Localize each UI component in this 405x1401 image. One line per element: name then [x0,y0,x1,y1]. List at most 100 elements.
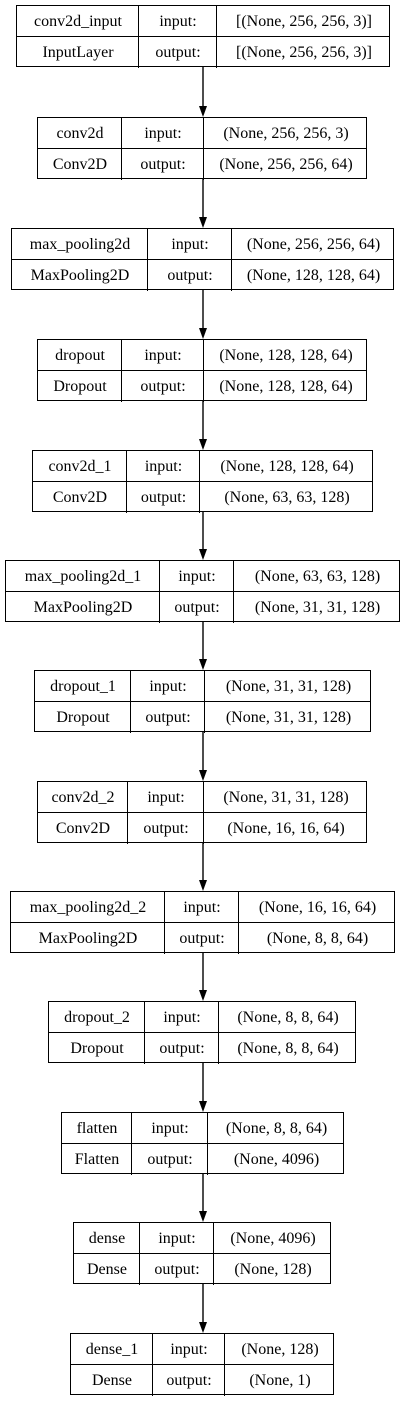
column-divider [144,1002,146,1064]
output-shape: (None, 31, 31, 128) [254,598,381,616]
row-divider [12,259,393,261]
layer-type: Dropout [70,1039,124,1057]
input-shape: (None, 31, 31, 128) [225,677,352,695]
arrowhead-icon [199,1211,207,1222]
row-divider [35,701,370,703]
column-divider [127,782,129,844]
output-label: output: [140,155,186,173]
output-label: output: [167,266,213,284]
layer-type: Dense [87,1260,127,1278]
input-shape: [(None, 256, 256, 3)] [236,12,372,30]
row-divider [38,812,366,814]
output-label: output: [145,708,191,726]
input-label: input: [144,346,182,364]
input-label: input: [183,898,221,916]
output-shape: (None, 128) [234,1260,312,1278]
column-divider [238,892,240,954]
output-shape: (None, 31, 31, 128) [225,708,352,726]
output-shape: (None, 1) [249,1371,311,1389]
column-divider [213,1223,215,1285]
column-divider [131,1113,133,1175]
layer-name: max_pooling2d_2 [29,898,147,916]
input-shape: (None, 128, 128, 64) [220,457,354,475]
input-shape: (None, 256, 256, 3) [223,124,349,142]
row-divider [11,922,394,924]
layer-name: conv2d_2 [51,788,115,806]
row-divider [49,1032,355,1034]
column-divider [164,892,166,954]
input-label: input: [178,567,216,585]
input-label: input: [158,1229,196,1247]
layer-type: Conv2D [55,819,111,837]
column-divider [233,561,235,623]
column-divider [216,6,218,68]
input-shape: (None, 31, 31, 128) [223,788,349,806]
input-shape: (None, 8, 8, 64) [237,1008,339,1026]
input-shape: (None, 128, 128, 64) [219,346,353,364]
input-label: input: [170,1340,208,1358]
arrowhead-icon [199,328,207,339]
arrowhead-icon [199,880,207,891]
row-divider [62,1143,343,1145]
layer-name: conv2d [56,124,104,142]
output-shape: (None, 63, 63, 128) [224,488,350,506]
row-divider [71,1364,333,1366]
arrowhead-icon [199,217,207,228]
layer-name: dropout_1 [50,677,116,695]
output-shape: (None, 128, 128, 64) [219,377,353,395]
layer-type: Dropout [56,708,110,726]
layer-type: Conv2D [52,488,108,506]
column-divider [224,1334,226,1396]
column-divider [207,1113,209,1175]
column-divider [203,340,205,402]
arrowhead-icon [199,549,207,560]
input-shape: (None, 63, 63, 128) [254,567,381,585]
arrowhead-icon [199,770,207,781]
input-shape: (None, 128) [241,1340,319,1358]
row-divider [38,370,366,372]
output-shape: (None, 16, 16, 64) [227,819,345,837]
layer-type: MaxPooling2D [38,929,138,947]
column-divider [203,782,205,844]
input-label: input: [171,235,209,253]
output-label: output: [140,488,187,506]
layer-type: Flatten [74,1150,120,1168]
layer-name: dropout [55,346,105,364]
arrowhead-icon [199,439,207,450]
column-divider [138,6,140,68]
layer-name: dense [88,1229,126,1247]
layer-name: conv2d_1 [48,457,112,475]
column-divider [204,671,206,733]
output-shape: (None, 128, 128, 64) [246,266,381,284]
output-label: output: [140,377,186,395]
arrowhead-icon [199,106,207,117]
output-label: output: [147,1150,193,1168]
layer-type: Conv2D [52,155,108,173]
layer-name: dropout_2 [64,1008,130,1026]
output-label: output: [143,819,189,837]
layer-name: max_pooling2d [29,235,131,253]
input-label: input: [151,1119,189,1137]
input-label: input: [159,12,197,30]
row-divider [17,36,389,38]
column-divider [159,561,161,623]
input-shape: (None, 4096) [230,1229,316,1247]
input-shape: (None, 16, 16, 64) [258,898,377,916]
layer-name: flatten [76,1119,118,1137]
layer-type: Dense [92,1371,132,1389]
column-divider [139,1223,141,1285]
input-label: input: [147,788,185,806]
arrowhead-icon [199,1101,207,1112]
output-shape: [(None, 256, 256, 3)] [236,43,372,61]
layer-type: MaxPooling2D [30,266,130,284]
